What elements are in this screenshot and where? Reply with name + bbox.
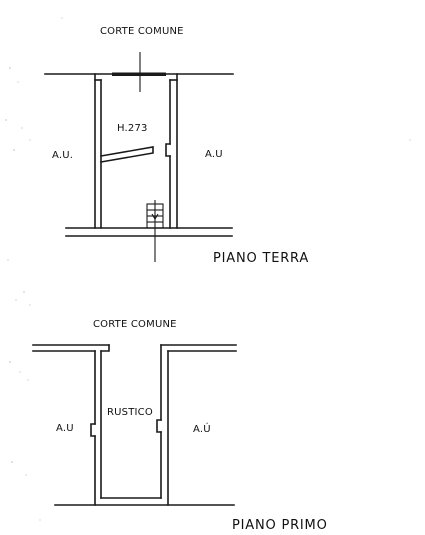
first-top-left-stub	[100, 344, 110, 352]
first-left-label: A.U	[56, 423, 74, 434]
ground-right-label: A.U	[205, 149, 223, 160]
first-left-wall-notch	[90, 423, 96, 437]
first-room-label: RUSTICO	[107, 407, 153, 418]
first-right-label: A.Ú	[193, 422, 211, 435]
first-floor-plan	[32, 344, 237, 506]
ground-left-label: A.U.	[52, 150, 73, 161]
ground-gate-hatch	[112, 72, 166, 76]
ground-stair	[146, 200, 164, 262]
first-floor-title: PIANO PRIMO	[232, 518, 328, 533]
ground-room-label: H.273	[117, 123, 148, 134]
scan-noise	[5, 17, 411, 521]
ground-floor-plan	[44, 52, 234, 262]
first-right-wall-notch	[156, 419, 162, 433]
ground-right-wall-notch	[165, 143, 171, 157]
first-top-label: CORTE COMUNE	[93, 319, 177, 330]
ground-partition	[100, 146, 154, 163]
ground-top-label: CORTE COMUNE	[100, 26, 184, 37]
ground-floor-title: PIANO TERRA	[213, 251, 309, 266]
